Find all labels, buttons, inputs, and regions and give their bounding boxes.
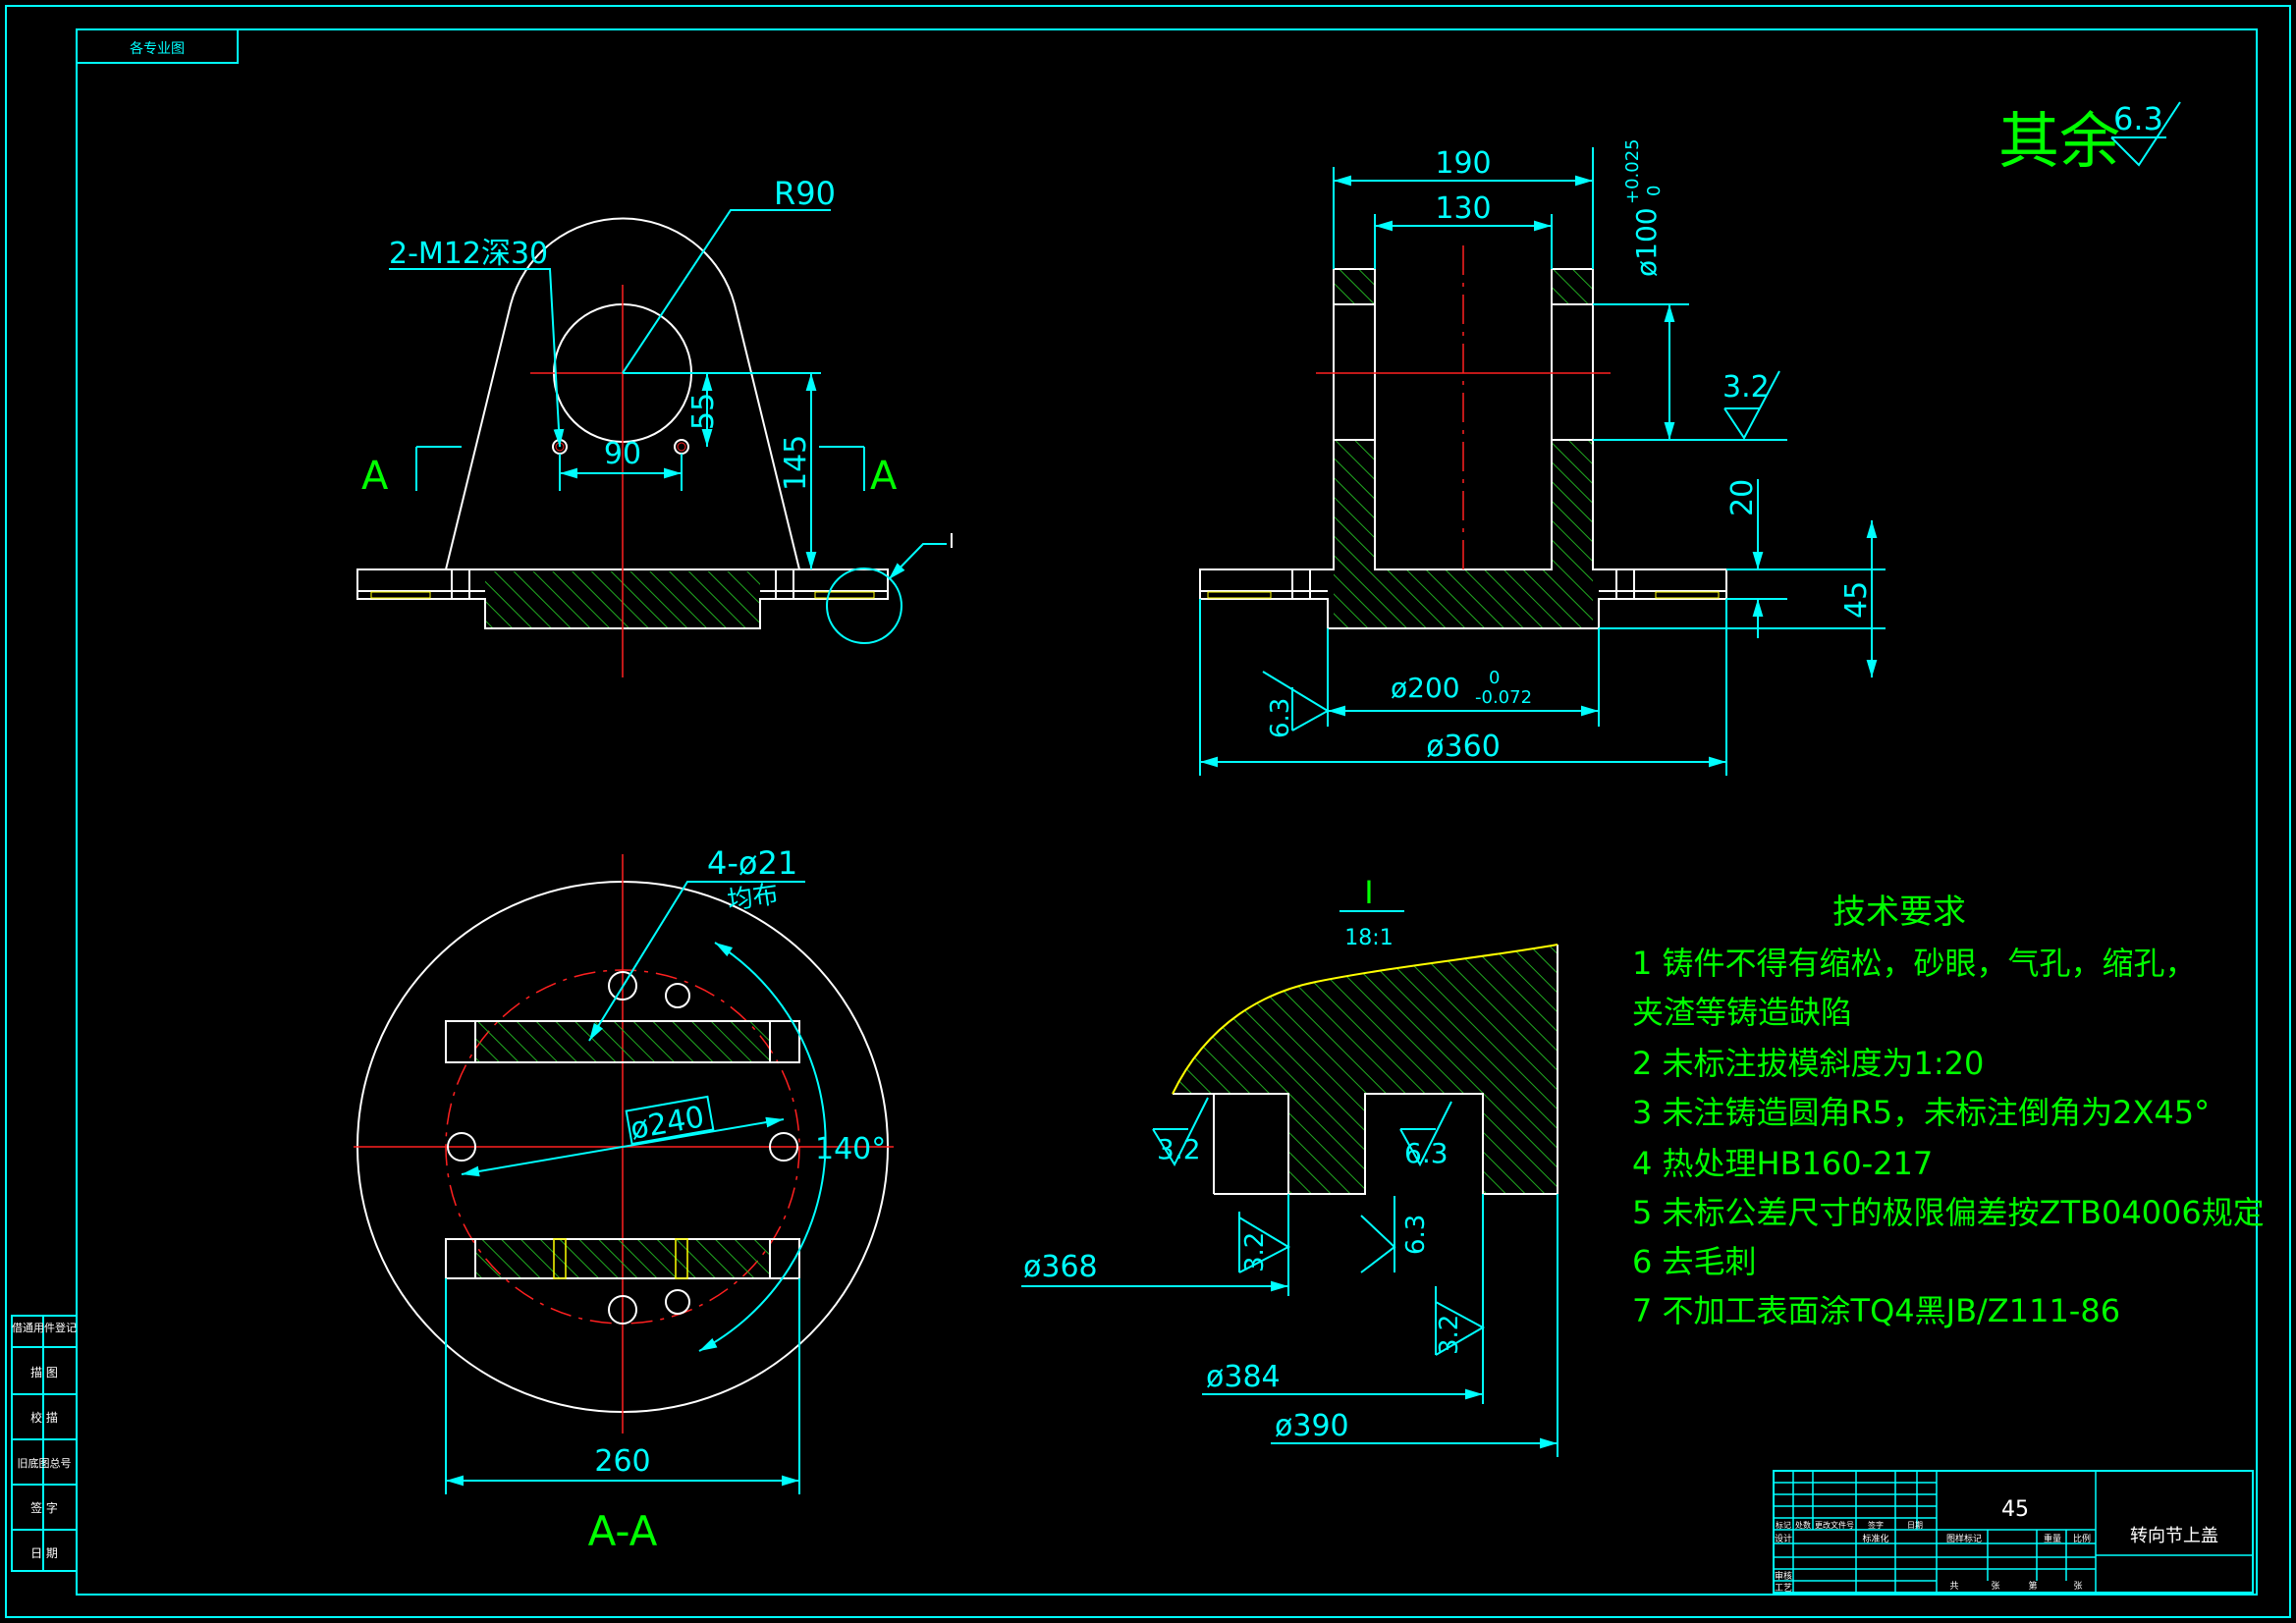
tech-item-7: 7 不加工表面涂TQ4黑JB/Z111-86 bbox=[1632, 1292, 2120, 1329]
flange-total-label: 45 bbox=[1839, 581, 1874, 619]
flange-thickness-label: 20 bbox=[1725, 479, 1760, 516]
title-sheet-2: 张 bbox=[1991, 1581, 1999, 1592]
detail-dia-a: ø368 bbox=[1023, 1250, 1098, 1284]
margin-label-3: 校 描 bbox=[30, 1410, 58, 1425]
spigot-tol-upper: 0 bbox=[1489, 668, 1500, 688]
title-hdr-2: 处数 bbox=[1795, 1520, 1811, 1530]
detail-rough-e: 3.2 bbox=[1435, 1315, 1464, 1355]
bore-dia-label: ø100 bbox=[1630, 207, 1663, 277]
section-holes-note: 均布 bbox=[726, 880, 781, 916]
section-width-label: 260 bbox=[594, 1444, 650, 1479]
hole-height-label: 55 bbox=[686, 393, 721, 430]
outer-width-label: 190 bbox=[1435, 146, 1491, 181]
title-std-label: 标准化 bbox=[1862, 1533, 1888, 1544]
bore-tol-upper: +0.025 bbox=[1622, 138, 1643, 204]
title-hdr-5: 日期 bbox=[1907, 1521, 1923, 1530]
detail-callout-label: I bbox=[949, 529, 955, 553]
corner-tab-box bbox=[76, 28, 239, 64]
tech-item-2: 2 未标注拔模斜度为1:20 bbox=[1632, 1045, 1984, 1082]
title-hdr-1: 标记 bbox=[1776, 1520, 1791, 1530]
detail-dia-c: ø390 bbox=[1275, 1409, 1349, 1443]
detail-rough-d: 6.3 bbox=[1401, 1215, 1431, 1255]
title-block bbox=[1773, 1470, 2254, 1594]
tech-requirements: 技术要求 1 铸件不得有缩松，砂眼，气孔，缩孔， 夹渣等铸造缺陷 2 未标注拔模… bbox=[1632, 893, 2265, 1329]
hole-spacing-label: 90 bbox=[604, 437, 641, 471]
front-view: I R90 2-M12深30 90 55 145 A A bbox=[356, 175, 955, 677]
tech-item-5: 5 未标公差尺寸的极限偏差按ZTB04006规定 bbox=[1632, 1194, 2265, 1231]
detail-rough-c: 3.2 bbox=[1240, 1232, 1270, 1272]
title-hdr-4: 签字 bbox=[1868, 1520, 1884, 1530]
spigot-tol-lower: -0.072 bbox=[1475, 687, 1532, 708]
tech-item-3: 3 未注铸造圆角R5，未标注倒角为2X45° bbox=[1632, 1094, 2210, 1131]
title-sheet-4: 张 bbox=[2073, 1581, 2082, 1592]
spigot-roughness: 6.3 bbox=[1266, 698, 1295, 738]
roughness-note-label: 其余 bbox=[1998, 105, 2120, 177]
threaded-holes-label: 2-M12深30 bbox=[389, 237, 548, 271]
section-mark-right: A bbox=[870, 454, 898, 499]
outer-border bbox=[5, 5, 2291, 1618]
inner-width-label: 130 bbox=[1435, 191, 1491, 226]
section-title: A-A bbox=[588, 1507, 658, 1555]
tech-item-6: 6 去毛刺 bbox=[1632, 1243, 1757, 1280]
spigot-dia-label: ø200 bbox=[1391, 672, 1460, 704]
bore-tol-lower: 0 bbox=[1644, 186, 1665, 196]
margin-label-1: 借通用件登记 bbox=[12, 1321, 77, 1334]
margin-label-2: 描 图 bbox=[30, 1366, 58, 1380]
tech-title: 技术要求 bbox=[1832, 893, 1966, 932]
title-row-3: 工艺 bbox=[1775, 1583, 1792, 1594]
corner-tab-text: 各专业图 bbox=[130, 41, 185, 57]
margin-label-5: 签 字 bbox=[30, 1500, 58, 1515]
radius-label: R90 bbox=[774, 175, 836, 212]
side-view: 190 130 ø100 +0.025 0 3.2 20 45 ø200 0 -… bbox=[1199, 138, 1886, 776]
section-view: 4-ø21 均布 ø240 140° 260 A-A bbox=[354, 844, 894, 1555]
detail-view: I 18:1 3.2 6.3 3.2 6.3 3.2 ø368 ø384 ø39… bbox=[1021, 874, 1558, 1457]
section-mark-left: A bbox=[361, 454, 389, 499]
inner-border bbox=[76, 28, 2258, 1596]
title-material: 45 bbox=[2001, 1497, 2029, 1522]
flange-dia-label: ø360 bbox=[1426, 730, 1501, 764]
left-margin-table bbox=[11, 1315, 78, 1572]
title-hdr-3: 更改文件号 bbox=[1815, 1520, 1854, 1530]
tech-item-4: 4 热处理HB160-217 bbox=[1632, 1145, 1933, 1182]
title-part-name: 转向节上盖 bbox=[2130, 1526, 2218, 1546]
title-row-1: 设计 bbox=[1775, 1533, 1792, 1544]
title-row-2: 审核 bbox=[1775, 1570, 1792, 1582]
section-holes-label: 4-ø21 bbox=[707, 844, 797, 882]
title-col-3: 比例 bbox=[2073, 1533, 2091, 1544]
roughness-note-value: 6.3 bbox=[2113, 100, 2163, 137]
detail-rough-b: 6.3 bbox=[1404, 1137, 1449, 1169]
detail-rough-a: 3.2 bbox=[1157, 1133, 1201, 1165]
title-sheet-3: 第 bbox=[2028, 1580, 2037, 1592]
bore-roughness: 3.2 bbox=[1722, 370, 1770, 405]
title-sheet-1: 共 bbox=[1949, 1581, 1958, 1592]
detail-scale: 18:1 bbox=[1344, 926, 1393, 950]
tech-item-1: 1 铸件不得有缩松，砂眼，气孔，缩孔， bbox=[1632, 945, 2197, 982]
tech-item-1b: 夹渣等铸造缺陷 bbox=[1632, 994, 1852, 1031]
title-col-1: 图样标记 bbox=[1946, 1533, 1982, 1544]
margin-label-4: 旧底图总号 bbox=[18, 1456, 72, 1470]
detail-dia-b: ø384 bbox=[1206, 1360, 1281, 1394]
title-col-2: 重量 bbox=[2044, 1533, 2061, 1544]
detail-label: I bbox=[1364, 874, 1373, 911]
bolt-circle-label: ø240 bbox=[628, 1100, 707, 1147]
margin-label-6: 日 期 bbox=[30, 1546, 58, 1560]
roughness-note-symbol bbox=[2110, 101, 2181, 167]
angle-label: 140° bbox=[815, 1132, 886, 1166]
height-label: 145 bbox=[779, 435, 813, 491]
